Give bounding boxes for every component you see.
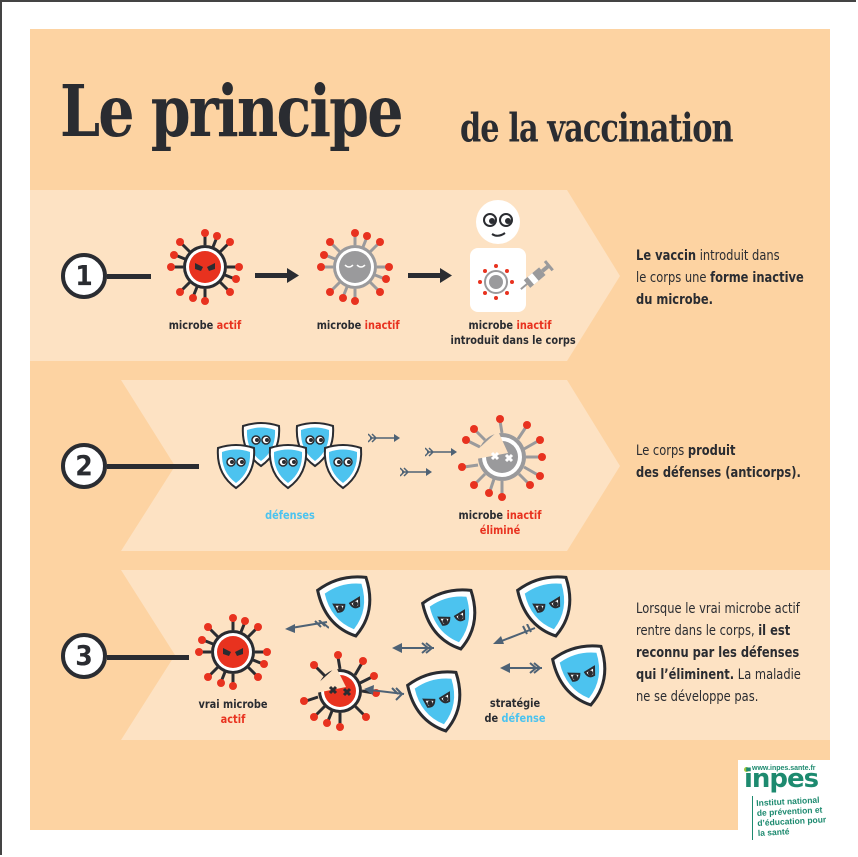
step-2-connector — [107, 464, 199, 469]
arrow-right-icon — [408, 268, 452, 283]
arrow-left-icon — [500, 662, 542, 674]
band-step-2 — [121, 380, 620, 551]
logo-name: inpes — [744, 764, 819, 794]
inpes-logo: www.inpes.sante.fr inpes Institut nation… — [738, 760, 830, 844]
active-microbe-icon — [167, 229, 243, 305]
defenses-shields-group-icon — [216, 422, 363, 489]
angry-shield-icon — [315, 575, 372, 638]
arrow-left-icon — [285, 620, 329, 633]
logo-url: www.inpes.sante.fr — [752, 765, 816, 772]
angry-shield-icon — [550, 644, 607, 707]
label-active-microbe: microbe actif — [168, 318, 242, 332]
angry-shield-icon — [420, 588, 477, 651]
band-step-1 — [30, 190, 620, 361]
inactive-microbe-icon — [317, 229, 393, 305]
arrow-right-small-icon — [425, 447, 457, 457]
page-title: Le principe de la vaccination — [60, 69, 734, 153]
step-number-3: 3 — [61, 633, 107, 679]
step-number-1: 1 — [61, 253, 107, 299]
band-step-3 — [121, 570, 830, 740]
arrow-right-icon — [255, 268, 299, 283]
step-3-connector — [107, 655, 189, 660]
logo-divider — [752, 796, 753, 840]
arrow-into-microbe-icon — [364, 685, 405, 701]
label-inactive-microbe: microbe inactif — [316, 318, 400, 332]
eliminated-inactive-microbe-icon — [458, 415, 546, 501]
destroyed-microbe-icon — [300, 651, 380, 731]
title-rest: de la vaccination — [460, 104, 734, 151]
arrow-left-icon — [493, 624, 536, 644]
real-active-microbe-icon — [195, 614, 271, 690]
arrow-right-small-icon — [368, 433, 400, 443]
title-main: Le principe — [60, 69, 404, 153]
logo-subtitle: Institut national de prévention et d’édu… — [756, 794, 827, 838]
step-1-connector — [107, 274, 151, 279]
arrow-left-icon — [392, 642, 434, 654]
angry-shield-icon — [515, 575, 572, 638]
logo-dot-icon — [744, 767, 749, 772]
person-vaccinated-icon — [470, 200, 554, 312]
angry-shield-icon — [405, 670, 462, 733]
arrow-right-small-icon — [400, 467, 432, 477]
label-defenses: défenses — [265, 508, 315, 522]
step-number-2: 2 — [61, 443, 107, 489]
